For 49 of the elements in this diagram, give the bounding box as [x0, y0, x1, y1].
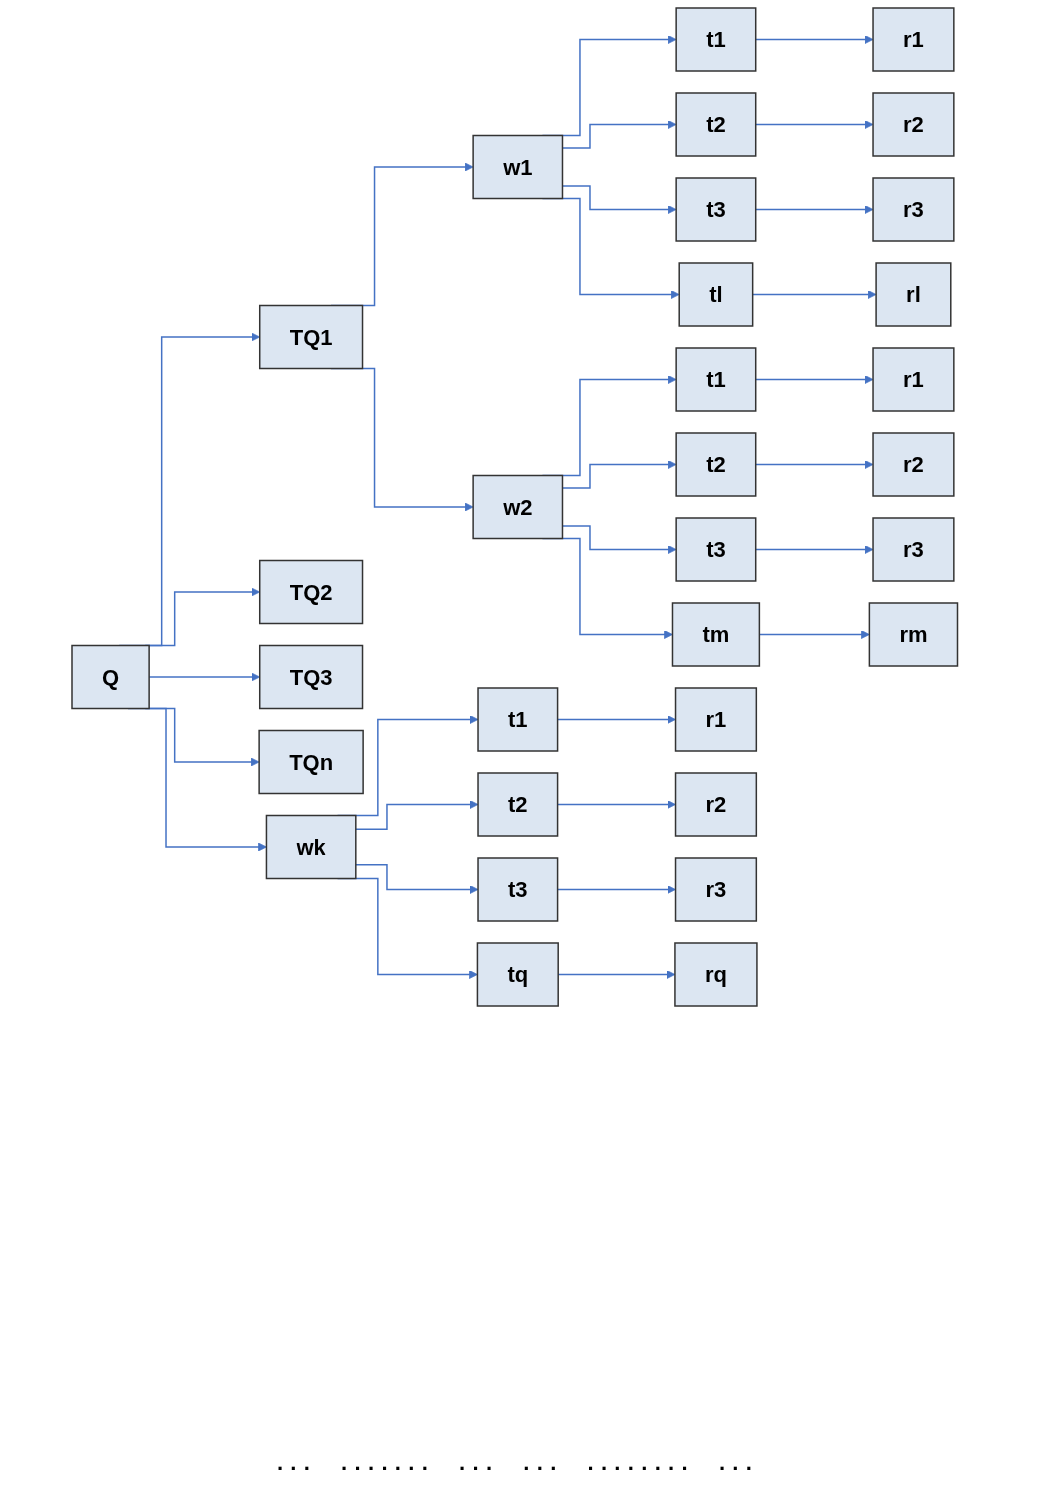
- arrow: [755, 35, 874, 44]
- ellipsis-dots: · · ·: [718, 1456, 754, 1482]
- arrow: [755, 460, 874, 469]
- node-box: w1: [472, 134, 564, 200]
- node-box: t2: [675, 432, 757, 497]
- ellipsis-dots: · · · · · · ·: [341, 1456, 430, 1482]
- node-box: t1: [675, 7, 757, 72]
- node-box: t3: [675, 517, 757, 582]
- node-box: r2: [675, 772, 758, 837]
- node-box: tm: [672, 602, 761, 667]
- arrow: [755, 545, 874, 554]
- node-box: r3: [872, 517, 955, 582]
- node-box: t2: [477, 772, 559, 837]
- node-box: tl: [678, 262, 754, 327]
- arrow: [752, 290, 877, 299]
- node-box: TQ1: [259, 304, 364, 370]
- arrow: [755, 205, 874, 214]
- node-box: t2: [675, 92, 757, 157]
- node-box: t3: [675, 177, 757, 242]
- node-box: t1: [675, 347, 757, 412]
- node-box: r1: [675, 687, 758, 752]
- node-box: r2: [872, 432, 955, 497]
- node-box: rl: [875, 262, 952, 327]
- node-box: r3: [872, 177, 955, 242]
- node-box: TQ2: [259, 559, 364, 625]
- node-box: rq: [674, 942, 758, 1007]
- arrow: [562, 525, 677, 554]
- node-box: w2: [472, 474, 564, 540]
- node-box: rm: [868, 602, 959, 667]
- arrow: [755, 375, 874, 384]
- node-box: TQ3: [259, 644, 364, 710]
- node-box: r3: [675, 857, 758, 922]
- arrow: [562, 460, 677, 489]
- node-box: t3: [477, 857, 559, 922]
- ellipsis-dots: · · · · · · · ·: [587, 1456, 689, 1482]
- arrow: [562, 120, 677, 149]
- node-box: r1: [872, 7, 955, 72]
- node-box: r2: [872, 92, 955, 157]
- ellipsis-dots: · · ·: [523, 1456, 558, 1482]
- node-box: wk: [265, 814, 357, 880]
- node-box: TQn: [258, 729, 365, 795]
- ellipsis-dots: · · ·: [459, 1456, 494, 1482]
- arrow: [755, 120, 874, 129]
- node-box: Q: [71, 644, 151, 710]
- arrow: [562, 185, 677, 214]
- node-box: t1: [477, 687, 559, 752]
- ellipsis-dots: · · ·: [276, 1456, 312, 1482]
- node-box: tq: [476, 942, 560, 1007]
- node-box: r1: [872, 347, 955, 412]
